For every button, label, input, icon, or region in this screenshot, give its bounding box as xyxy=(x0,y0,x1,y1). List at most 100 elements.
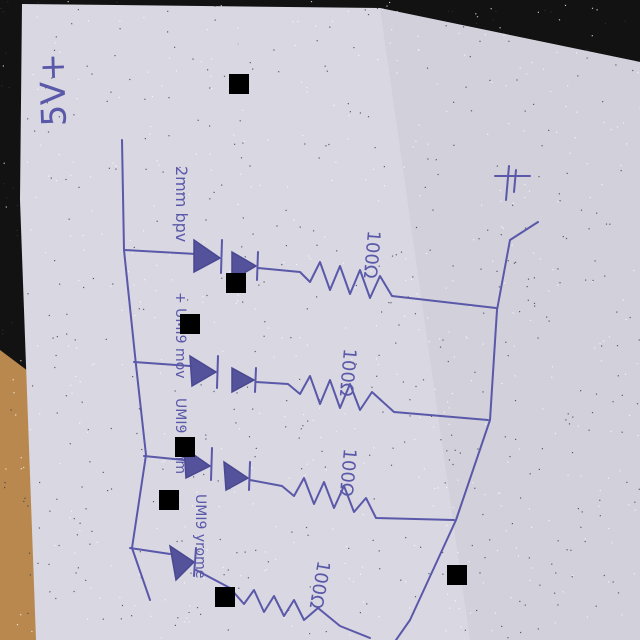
speckle xyxy=(466,337,468,339)
speckle xyxy=(197,119,199,121)
speckle xyxy=(283,617,286,619)
speckle xyxy=(610,129,612,131)
speckle xyxy=(236,392,238,394)
speckle xyxy=(71,392,73,394)
speckle xyxy=(325,145,327,147)
speckle xyxy=(528,190,531,192)
speckle xyxy=(520,497,522,499)
speckle xyxy=(638,488,640,490)
speckle xyxy=(196,607,199,609)
speckle xyxy=(432,505,434,507)
speckle xyxy=(586,616,588,618)
speckle xyxy=(134,315,136,317)
redaction-square-5 xyxy=(159,490,179,510)
speckle xyxy=(487,133,489,135)
speckle xyxy=(307,633,310,635)
speckle xyxy=(476,609,478,612)
speckle xyxy=(603,574,605,577)
speckle xyxy=(529,473,531,475)
speckle xyxy=(355,363,357,365)
speckle xyxy=(73,518,75,520)
speckle xyxy=(496,550,498,552)
speckle xyxy=(283,261,285,263)
speckle xyxy=(370,270,372,272)
speckle xyxy=(459,452,461,454)
speckle xyxy=(198,550,200,553)
speckle xyxy=(419,195,421,197)
speckle xyxy=(36,16,38,18)
speckle xyxy=(138,573,140,576)
speckle xyxy=(31,630,33,633)
speckle xyxy=(200,384,202,386)
speckle xyxy=(425,252,428,254)
speckle xyxy=(588,429,590,431)
speckle xyxy=(2,329,4,331)
speckle xyxy=(23,466,25,469)
speckle xyxy=(336,250,338,252)
speckle xyxy=(537,628,539,630)
speckle xyxy=(419,416,421,419)
speckle xyxy=(523,130,525,132)
speckle xyxy=(610,430,612,433)
branch-1-wire-left xyxy=(123,249,197,255)
speckle xyxy=(608,336,610,338)
speckle xyxy=(290,337,292,339)
speckle xyxy=(602,101,604,103)
speckle xyxy=(307,420,309,422)
speckle xyxy=(584,540,586,543)
speckle xyxy=(68,218,70,220)
speckle xyxy=(427,143,429,145)
speckle xyxy=(559,200,561,202)
speckle xyxy=(546,316,548,318)
speckle xyxy=(81,401,83,403)
speckle xyxy=(92,277,94,280)
speckle xyxy=(617,375,619,377)
speckle xyxy=(29,574,31,576)
speckle xyxy=(345,327,347,329)
speckle xyxy=(526,286,528,288)
speckle xyxy=(152,501,155,503)
speckle xyxy=(400,251,403,253)
speckle xyxy=(302,425,304,427)
speckle xyxy=(418,49,420,51)
speckle xyxy=(306,91,308,93)
speckle xyxy=(514,375,516,377)
speckle xyxy=(507,355,509,357)
speckle xyxy=(586,163,588,165)
speckle xyxy=(202,301,204,303)
speckle xyxy=(302,134,304,136)
speckle xyxy=(569,152,571,154)
speckle xyxy=(206,294,208,297)
speckle xyxy=(167,31,169,33)
speckle xyxy=(229,271,231,273)
speckle xyxy=(160,359,163,361)
speckle xyxy=(112,162,114,164)
speckle xyxy=(206,29,208,31)
speckle xyxy=(567,474,569,476)
speckle xyxy=(203,473,205,476)
speckle xyxy=(35,196,37,198)
speckle xyxy=(133,284,135,286)
right-rail-wire xyxy=(395,221,539,640)
speckle xyxy=(264,551,266,553)
speckle xyxy=(457,479,459,481)
speckle xyxy=(350,487,353,489)
speckle xyxy=(448,407,450,409)
speckle xyxy=(120,618,122,620)
speckle xyxy=(491,81,493,83)
speckle xyxy=(192,58,194,60)
speckle xyxy=(358,54,360,56)
speckle xyxy=(539,258,541,260)
speckle xyxy=(501,226,503,228)
speckle xyxy=(503,34,505,36)
speckle xyxy=(309,586,311,588)
speckle xyxy=(294,44,296,46)
speckle xyxy=(242,142,244,144)
speckle xyxy=(174,188,176,191)
speckle xyxy=(599,515,601,517)
speckle xyxy=(612,581,614,583)
speckle xyxy=(67,1,69,3)
speckle xyxy=(600,360,602,362)
speckle xyxy=(453,101,455,103)
speckle xyxy=(591,35,593,37)
